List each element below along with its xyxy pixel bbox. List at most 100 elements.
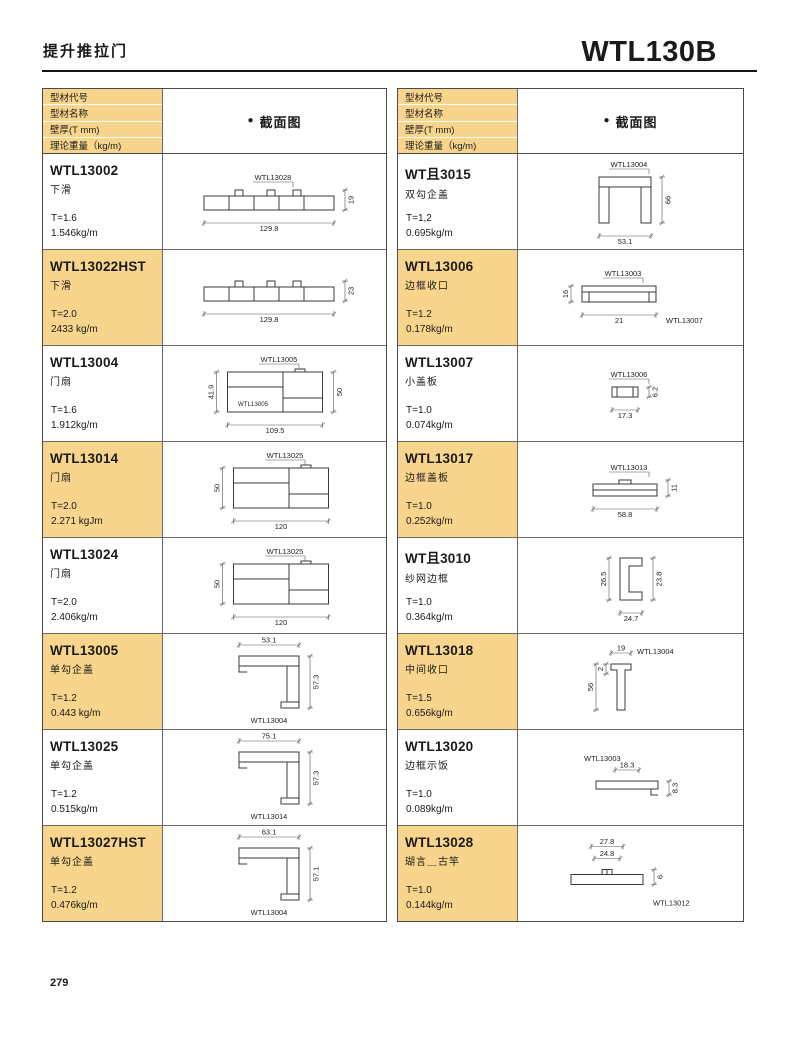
svg-text:57.1: 57.1 <box>311 866 320 881</box>
svg-text:WTL13012: WTL13012 <box>653 898 690 907</box>
profile-thickness: T=2.0 <box>51 309 77 320</box>
svg-text:57.3: 57.3 <box>311 674 320 689</box>
profile-thickness: T=1,2 <box>406 213 432 224</box>
svg-text:WTL13014: WTL13014 <box>250 812 287 821</box>
profile-thickness: T=1.2 <box>406 309 432 320</box>
profile-weight: 2.271 kgJm <box>51 516 103 527</box>
svg-text:27.8: 27.8 <box>599 837 614 846</box>
header-row-label: 型材代号 <box>43 89 162 106</box>
svg-text:66: 66 <box>663 195 672 203</box>
profile-code: WT且3015 <box>405 167 471 182</box>
header-row-label: 型材代号 <box>398 89 517 106</box>
svg-text:109.5: 109.5 <box>265 426 284 435</box>
profile-code: WTL13024 <box>50 547 119 562</box>
header-row-label: 型材名称 <box>398 105 517 122</box>
profile-code: WTL13004 <box>50 355 119 370</box>
svg-text:WTL13004: WTL13004 <box>250 716 287 725</box>
section-diagram-header: ● 截面图 <box>163 89 386 153</box>
svg-text:120: 120 <box>274 618 287 627</box>
svg-text:WTL13004: WTL13004 <box>250 908 287 917</box>
profile-code: WTL13007 <box>405 355 474 370</box>
profile-name: 中间收口 <box>405 665 449 676</box>
profile-code: WTL13018 <box>405 643 474 658</box>
profile-code: WTL13020 <box>405 739 474 754</box>
svg-text:WTL13025: WTL13025 <box>266 451 303 460</box>
profile-thickness: T=1.2 <box>51 789 77 800</box>
profile-name: 小盖板 <box>405 377 438 388</box>
profile-weight: 0.443 kg/m <box>51 708 101 719</box>
profile-thickness: T=1.0 <box>406 501 432 512</box>
profile-thickness: T=1.2 <box>51 693 77 704</box>
svg-text:50: 50 <box>335 387 344 395</box>
svg-text:63.1: 63.1 <box>261 827 276 836</box>
svg-text:17.3: 17.3 <box>617 411 632 420</box>
profile-name: 纱网边框 <box>405 574 449 585</box>
section-label: 截面图 <box>615 114 658 130</box>
profile-thickness: T=1.0 <box>406 885 432 896</box>
profile-name: 瑚言＿古竿 <box>405 857 460 868</box>
profile-name: 门扇 <box>50 473 72 484</box>
svg-text:WTL13028: WTL13028 <box>254 173 291 182</box>
page-number: 279 <box>50 977 69 989</box>
table-header-labels: 型材代号型材名称壁厚(T mm)理论重量（kg/m) <box>398 89 518 153</box>
profile-code: WTL13005 <box>50 643 119 658</box>
profile-weight: 0.656kg/m <box>406 708 453 719</box>
svg-text:120: 120 <box>274 522 287 531</box>
model-code: WTL130B <box>581 36 717 68</box>
profile-info: WTL13005 单勾企盖 T=1.2 0.443 kg/m <box>43 634 163 729</box>
profile-weight: 0.252kg/m <box>406 516 453 527</box>
svg-text:75.1: 75.1 <box>261 731 276 740</box>
profile-name: 边框收口 <box>405 281 449 292</box>
profile-thickness: T=2.0 <box>51 597 77 608</box>
profile-name: 边框示饭 <box>405 761 449 772</box>
profile-weight: 0.144kg/m <box>406 900 453 911</box>
svg-text:129.8: 129.8 <box>259 224 278 233</box>
profile-code: WTL13017 <box>405 451 474 466</box>
profile-name: 下滑 <box>50 185 72 196</box>
svg-text:18.3: 18.3 <box>619 760 634 769</box>
profile-code: WTL13027HST <box>50 835 146 850</box>
svg-text:24.7: 24.7 <box>623 614 638 623</box>
table-header-left: 型材代号型材名称壁厚(T mm)理论重量（kg/m) ● 截面图 <box>43 89 386 154</box>
svg-text:11: 11 <box>669 484 678 492</box>
profile-code: WTL13014 <box>50 451 119 466</box>
header-row-label: 理论重量（kg/m) <box>398 137 517 153</box>
profile-weight: 0.074kg/m <box>406 420 453 431</box>
profile-code: WT且3010 <box>405 551 471 566</box>
svg-text:41.9: 41.9 <box>206 384 215 399</box>
section-diagram-header: ● 截面图 <box>518 89 743 153</box>
profile-name: 单勾企盖 <box>50 665 94 676</box>
